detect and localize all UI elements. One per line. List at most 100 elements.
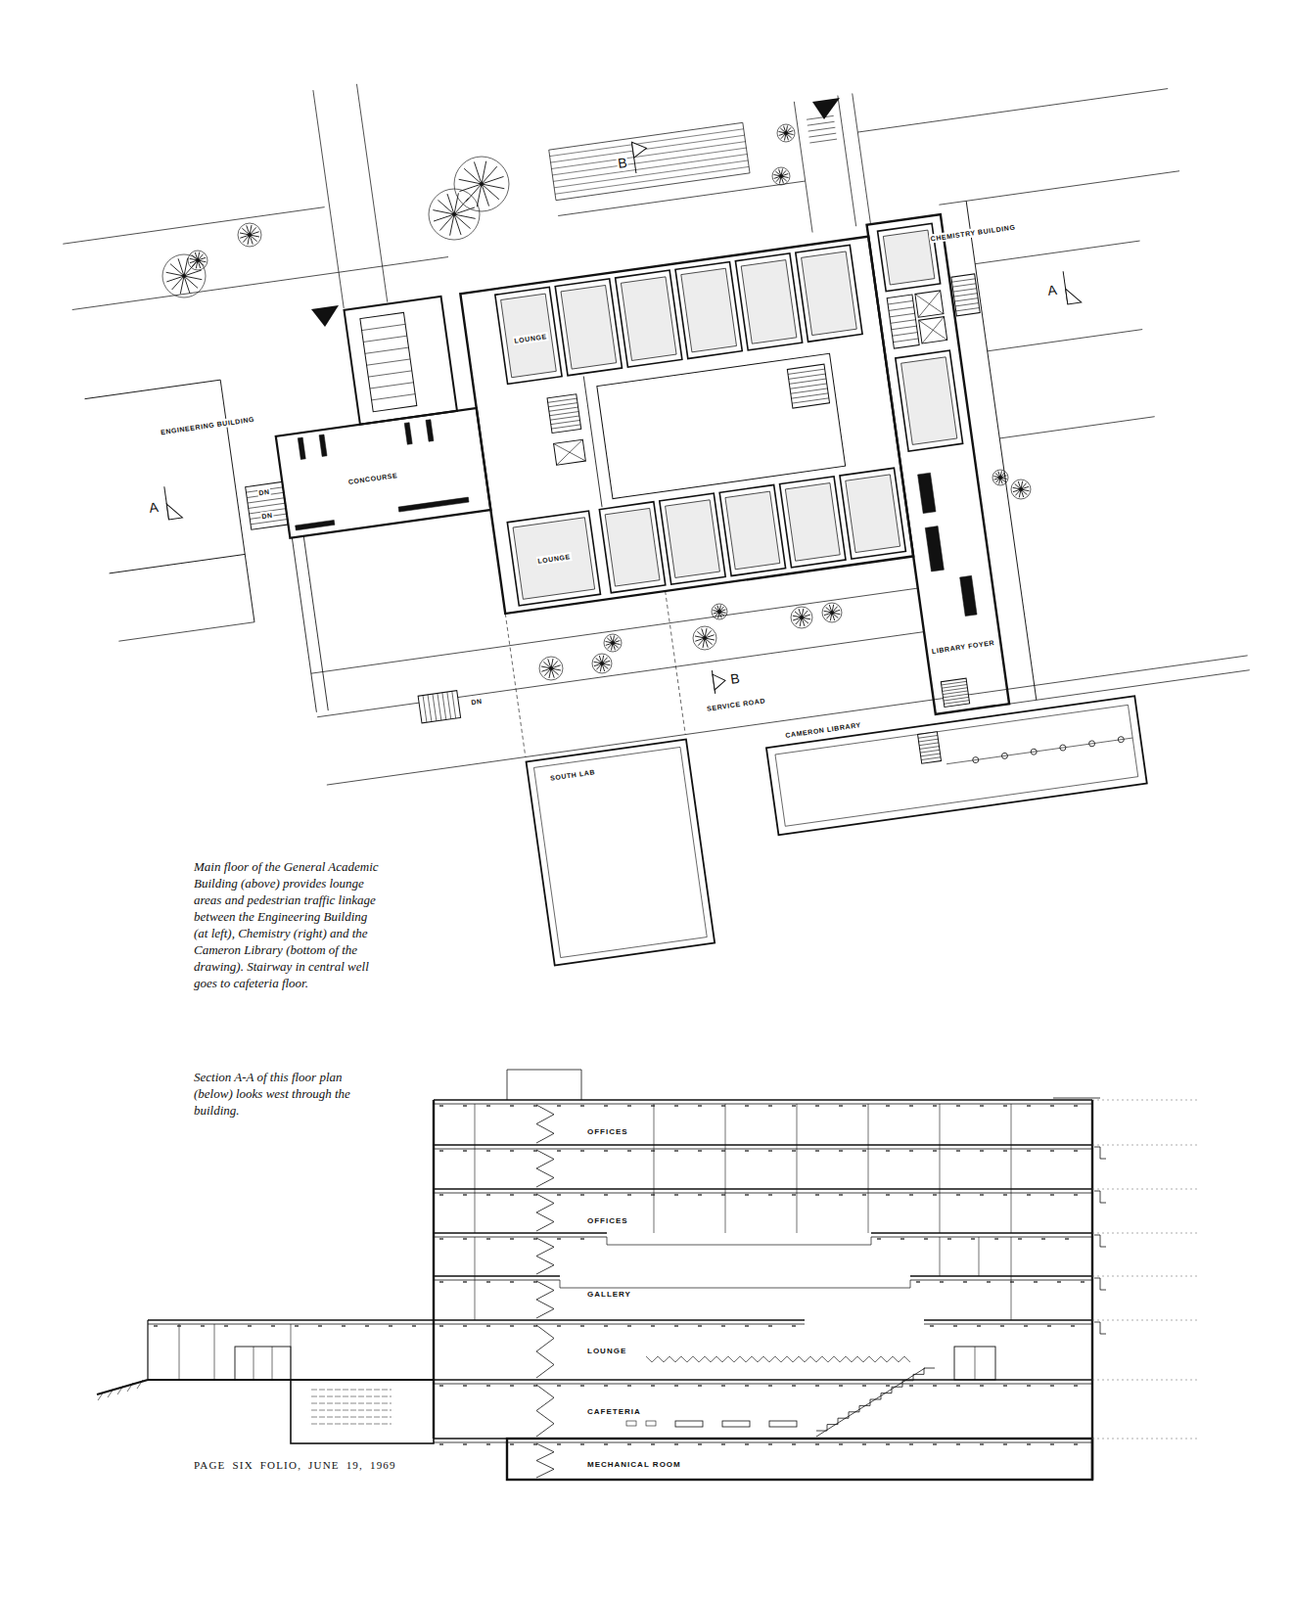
beam-mark: [768, 1194, 773, 1196]
site-line: [999, 416, 1154, 439]
beam-mark: [721, 1443, 726, 1445]
bench: [960, 575, 977, 616]
beam-mark: [674, 1325, 679, 1327]
column-line: [868, 1104, 870, 1234]
room-wall: [495, 286, 562, 384]
floor-slab: [433, 1099, 1093, 1102]
beam-mark: [627, 1443, 632, 1445]
basement-detail: [311, 1417, 392, 1419]
beam-mark: [1003, 1384, 1008, 1386]
tree-symbol: [187, 250, 208, 271]
stair-tread: [550, 415, 580, 420]
tree-crown: [772, 167, 790, 185]
beam-mark: [900, 1238, 905, 1240]
beam-mark: [650, 1325, 655, 1327]
beam-mark: [439, 1325, 444, 1327]
stair-tread: [954, 298, 978, 302]
step-line: [807, 121, 835, 126]
room-floor: [801, 251, 858, 336]
beam-mark: [509, 1443, 514, 1445]
stair-tread: [368, 370, 413, 377]
stair-zigzag: [536, 1384, 554, 1437]
lab-inner: [533, 746, 707, 958]
door-line: [272, 1346, 274, 1381]
beam-mark: [1026, 1105, 1031, 1107]
beam-mark: [979, 1194, 984, 1196]
building-wall: [460, 236, 914, 614]
beam-mark: [200, 1325, 205, 1327]
tree-crown: [539, 656, 563, 681]
stair-label: DN: [256, 487, 271, 499]
beam-mark: [1017, 1238, 1022, 1240]
beam-mark: [1010, 1281, 1015, 1283]
beam-mark: [650, 1443, 655, 1445]
stair-tread: [888, 307, 915, 312]
stair-tread: [941, 685, 968, 690]
room-wall: [599, 502, 665, 594]
lounge-band: [646, 1356, 911, 1363]
lab-wall: [526, 739, 716, 967]
room-floor: [620, 276, 677, 362]
beam-mark: [1073, 1384, 1078, 1386]
bench: [398, 497, 469, 512]
beam-mark: [580, 1150, 585, 1152]
ground-line: [1092, 1145, 1200, 1147]
table: [626, 1421, 637, 1427]
balcony-step: [1094, 1278, 1107, 1291]
floor-slab: [871, 1237, 1093, 1239]
beam-mark: [627, 1384, 632, 1386]
stair: [886, 294, 920, 349]
room-floor: [901, 357, 958, 446]
tree-symbol: [772, 167, 790, 185]
beam-mark: [509, 1325, 514, 1327]
stair: [547, 394, 582, 434]
floor-slab: [433, 1384, 1093, 1385]
stair-tread: [942, 688, 969, 693]
room-wall: [735, 253, 802, 351]
beam-mark: [1050, 1384, 1055, 1386]
beam-mark: [697, 1443, 702, 1445]
floor-label: GALLERY: [585, 1290, 634, 1300]
stair-tread: [952, 283, 976, 287]
beam-mark: [603, 1150, 608, 1152]
door-line: [974, 1346, 976, 1381]
door: [954, 1346, 996, 1381]
beam-mark: [462, 1150, 467, 1152]
stair-tread: [437, 692, 442, 721]
walk-line: [837, 95, 857, 228]
site-line: [505, 613, 526, 758]
column-line: [179, 1324, 181, 1381]
beam-mark: [462, 1384, 467, 1386]
basement-detail: [311, 1389, 392, 1391]
step-line: [809, 133, 837, 138]
beam-mark: [224, 1325, 229, 1327]
beam-mark: [439, 1194, 444, 1196]
beam-mark: [556, 1325, 561, 1327]
tree-symbol: [992, 469, 1009, 486]
beam-mark: [580, 1194, 585, 1196]
site-line: [311, 588, 919, 674]
tree-symbol: [777, 124, 795, 142]
mechanical-room-wall: [507, 1438, 1093, 1480]
beam-mark: [627, 1150, 632, 1152]
room-floor: [725, 491, 781, 570]
table: [769, 1421, 797, 1428]
balcony-step: [1094, 1191, 1107, 1203]
tree-trunk: [479, 182, 484, 186]
beam-mark: [791, 1443, 796, 1445]
room-label: LIBRARY FOYER: [929, 638, 996, 656]
beam-mark: [439, 1238, 444, 1240]
beam-mark: [956, 1105, 961, 1107]
floor-slab: [433, 1237, 607, 1239]
step-line: [809, 138, 837, 143]
tree-crown: [454, 156, 509, 212]
beam-mark: [674, 1150, 679, 1152]
beam-mark: [462, 1238, 467, 1240]
beam-mark: [486, 1194, 491, 1196]
door-line: [253, 1346, 255, 1381]
tree-trunk: [610, 641, 615, 646]
beam-mark: [603, 1194, 608, 1196]
road-label: SERVICE ROAD: [704, 695, 767, 714]
tree-crown: [692, 626, 717, 650]
beam-mark: [486, 1443, 491, 1445]
